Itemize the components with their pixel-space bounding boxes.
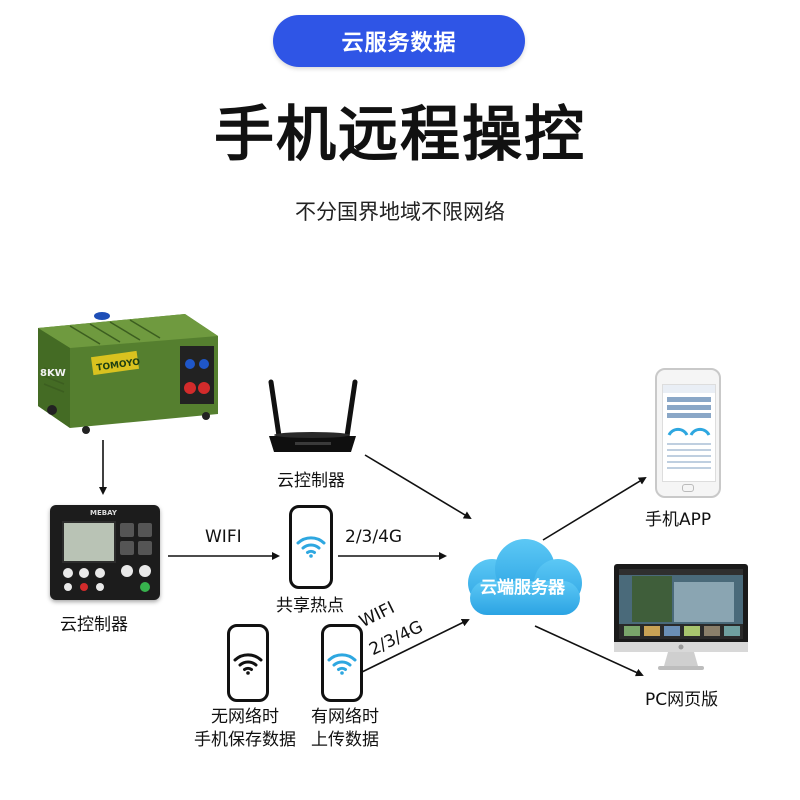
controller-buttons: [120, 523, 152, 592]
hotspot-label: 共享热点: [276, 596, 344, 616]
offline-line1: 无网络时: [211, 707, 279, 727]
wifi-icon: [327, 653, 357, 675]
generator-power-label: 8KW: [40, 368, 66, 379]
router-image: [265, 378, 360, 458]
cloud-server-icon: [450, 535, 595, 625]
wifi-link-label: WIFI: [205, 527, 242, 547]
pc-web-label: PC网页版: [645, 690, 719, 710]
wifi-icon: [233, 653, 263, 675]
page-subtitle: 不分国界地域不限网络: [295, 200, 505, 224]
controller-screen: [62, 521, 116, 563]
page-title: 手机远程操控: [214, 100, 586, 170]
cellular-link-label: 2/3/4G: [345, 527, 403, 547]
arrow-router-cloud: [364, 454, 472, 520]
offline-phone: [227, 624, 269, 702]
generator-image: TOMOYO 8KW: [30, 306, 220, 434]
mobile-app-phone: [655, 368, 721, 498]
offline-line2: 手机保存数据: [194, 730, 296, 750]
hotspot-phone: [289, 505, 333, 589]
pc-monitor: [612, 562, 750, 672]
controller-label: 云控制器: [60, 615, 128, 635]
wifi-icon: [296, 536, 326, 558]
home-button: [682, 484, 694, 492]
controller-brand: MEBAY: [90, 509, 117, 517]
wifi-lower-label: WIFI: [356, 597, 398, 632]
controller-lower-keys: [63, 568, 105, 591]
cloud-label: 云端服务器: [480, 578, 565, 598]
online-phone: [321, 624, 363, 702]
mobile-app-label: 手机APP: [645, 510, 712, 530]
cloud-data-badge: 云服务数据: [273, 15, 525, 67]
router-label: 云控制器: [277, 471, 345, 491]
cloud-controller-device: MEBAY: [50, 505, 160, 600]
app-screen: [662, 384, 716, 482]
online-line2: 上传数据: [311, 730, 379, 750]
online-line1: 有网络时: [311, 707, 379, 727]
arrow-cloud-app: [542, 476, 647, 541]
